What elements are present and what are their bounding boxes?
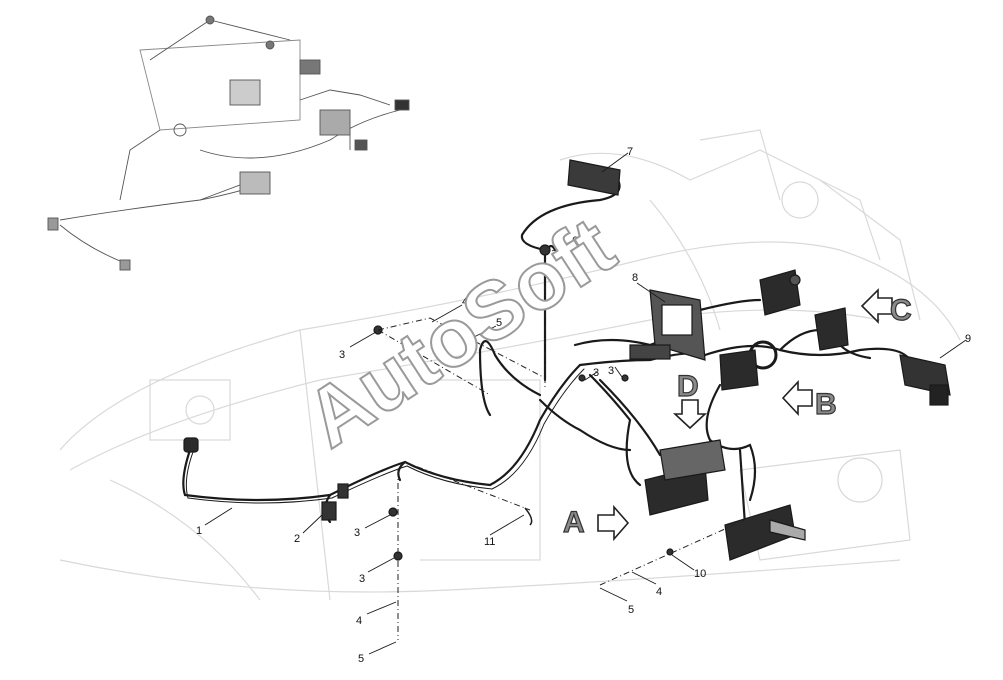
clip-part-3 xyxy=(621,374,629,382)
leader-lines xyxy=(204,152,967,655)
callout-9: 9 xyxy=(965,333,971,345)
connector-part-1 xyxy=(183,437,199,453)
callout-labels: 1 2 3 3 3 3 3 4 4 4 5 5 5 5 6 7 8 9 10 1… xyxy=(196,146,971,665)
arrow-left-icon xyxy=(781,379,813,417)
callout-5: 5 xyxy=(628,604,634,616)
view-arrow-b: B xyxy=(781,379,837,422)
callout-3: 3 xyxy=(359,573,365,585)
callout-11: 11 xyxy=(484,536,495,548)
assembly-lines xyxy=(377,260,746,640)
watermark: AutoSoft xyxy=(290,200,630,465)
callout-4: 4 xyxy=(462,296,468,308)
ghost-machine-outline xyxy=(59,129,961,601)
module-part-7 xyxy=(567,159,621,196)
hook-part-11 xyxy=(524,507,533,526)
callout-3: 3 xyxy=(593,367,599,379)
callout-2: 2 xyxy=(294,533,300,545)
callout-3: 3 xyxy=(354,527,360,539)
relay-unit xyxy=(719,349,759,391)
view-letter-a: A xyxy=(563,506,585,539)
view-arrow-d: D xyxy=(672,369,708,430)
clip-part-3 xyxy=(578,374,586,382)
callout-3: 3 xyxy=(339,349,345,361)
callout-4: 4 xyxy=(656,586,662,598)
connector-part-2 xyxy=(321,501,337,521)
relay-block xyxy=(629,344,671,360)
view-letter-d: D xyxy=(677,370,699,403)
view-letter-b: B xyxy=(815,388,837,421)
clip-part-3 xyxy=(388,507,398,517)
arrow-left-icon xyxy=(860,288,893,324)
callout-10: 10 xyxy=(694,568,706,580)
control-unit xyxy=(814,307,849,351)
callout-4: 4 xyxy=(356,615,362,627)
overview-thumbnail xyxy=(47,15,410,271)
callout-1: 1 xyxy=(196,525,202,537)
arrow-down-icon xyxy=(672,399,708,430)
view-letter-c: C xyxy=(890,294,912,327)
callout-5: 5 xyxy=(358,653,364,665)
callout-8: 8 xyxy=(632,272,638,284)
clip-part-6 xyxy=(539,244,551,256)
callout-6: 6 xyxy=(572,235,578,247)
callout-7: 7 xyxy=(627,146,633,158)
view-arrow-c: C xyxy=(860,288,912,328)
callout-3: 3 xyxy=(608,365,614,377)
callout-5: 5 xyxy=(496,317,502,329)
view-arrow-a: A xyxy=(562,504,630,542)
arrow-right-icon xyxy=(597,504,630,542)
